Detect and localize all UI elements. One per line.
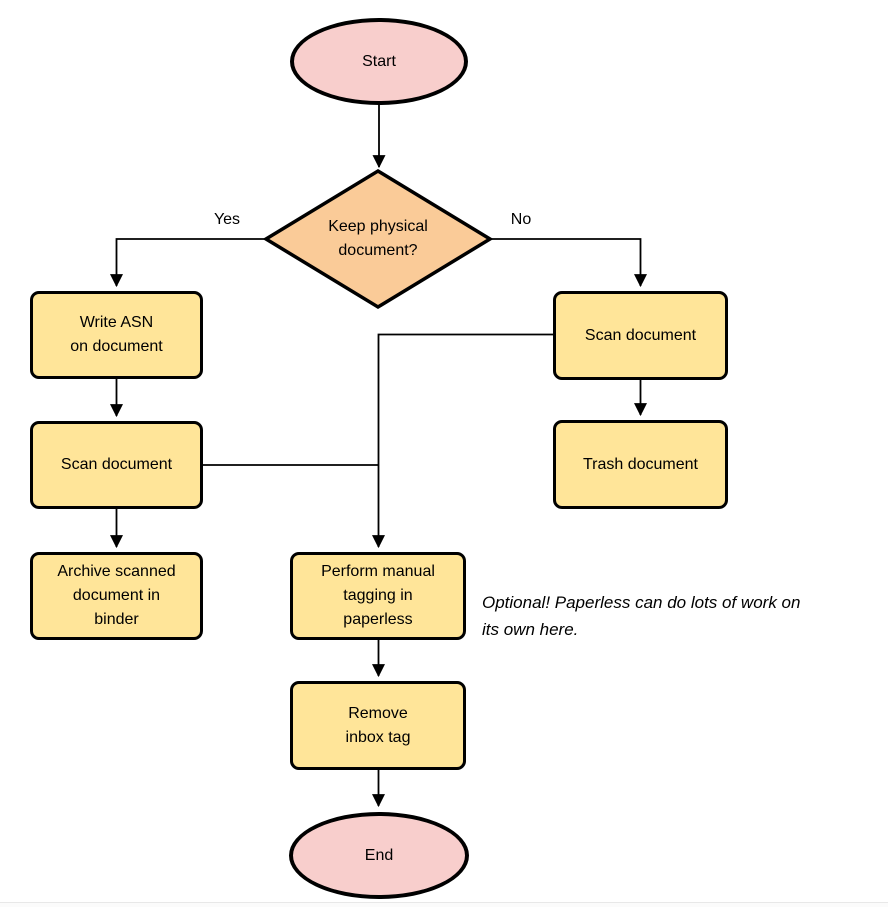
node-write-asn: Write ASN on document — [30, 291, 203, 379]
edge-label-no: No — [510, 211, 532, 228]
node-archive-scanned: Archive scanned document in binder — [30, 552, 203, 640]
bottom-divider — [0, 902, 888, 903]
bottom-strip — [0, 903, 888, 907]
annotation-optional-note: Optional! Paperless can do lots of work … — [482, 593, 801, 640]
node-start: Start — [290, 18, 468, 105]
edge-label-yes: Yes — [213, 211, 241, 228]
node-end: End — [289, 812, 469, 899]
node-remove-inbox-tag: Remove inbox tag — [290, 681, 466, 770]
edge-decision-yes-to-write-asn — [110, 238, 266, 288]
node-scan-document-right: Scan document — [553, 291, 728, 380]
node-perform-tagging: Perform manual tagging in paperless — [290, 552, 466, 640]
node-trash-document: Trash document — [553, 420, 728, 509]
node-decision-label: Keep physical document? — [328, 218, 428, 259]
decision-diamond-shape — [262, 168, 494, 310]
node-scan-document-left: Scan document — [30, 421, 203, 509]
edge-decision-no-to-scan-right — [490, 238, 647, 288]
edge-scan-right-to-perform-tagging — [372, 333, 553, 549]
